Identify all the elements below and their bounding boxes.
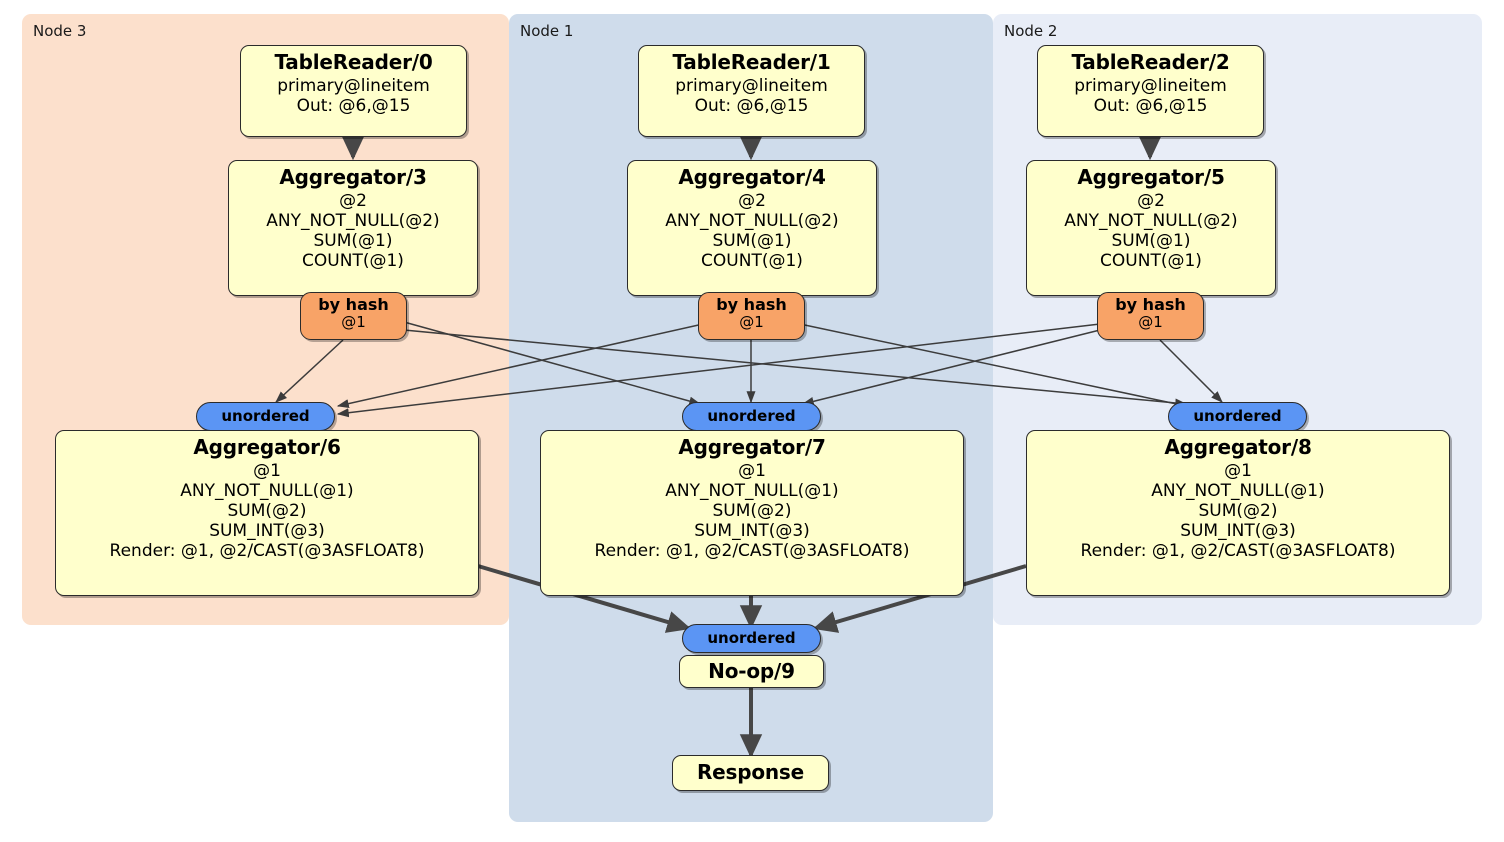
node-panel-label-node1: Node 1: [520, 22, 574, 40]
router-label: unordered: [707, 629, 796, 648]
processor-aggregator-7[interactable]: Aggregator/7 @1 ANY_NOT_NULL(@1) SUM(@2)…: [540, 430, 964, 596]
processor-detail: ANY_NOT_NULL(@1): [665, 480, 839, 501]
router-label: unordered: [221, 407, 310, 426]
processor-detail: ANY_NOT_NULL(@1): [1151, 480, 1325, 501]
processor-detail: SUM_INT(@3): [1180, 520, 1296, 541]
processor-detail: SUM(@1): [712, 230, 792, 251]
processor-detail: SUM(@1): [313, 230, 393, 251]
router-column: @1: [341, 312, 366, 331]
processor-response[interactable]: Response: [672, 755, 829, 791]
processor-title: Aggregator/5: [1077, 165, 1225, 189]
processor-render: Render: @1, @2/CAST(@3ASFLOAT8): [109, 540, 425, 561]
processor-aggregator-4[interactable]: Aggregator/4 @2 ANY_NOT_NULL(@2) SUM(@1)…: [627, 160, 877, 296]
processor-title: TableReader/0: [274, 50, 433, 74]
router-by-hash-0[interactable]: by hash @1: [300, 292, 407, 340]
processor-aggregator-8[interactable]: Aggregator/8 @1 ANY_NOT_NULL(@1) SUM(@2)…: [1026, 430, 1450, 596]
processor-detail: ANY_NOT_NULL(@1): [180, 480, 354, 501]
processor-tablereader-0[interactable]: TableReader/0 primary@lineitem Out: @6,@…: [240, 45, 467, 137]
processor-render: Render: @1, @2/CAST(@3ASFLOAT8): [1080, 540, 1396, 561]
processor-tablereader-2[interactable]: TableReader/2 primary@lineitem Out: @6,@…: [1037, 45, 1264, 137]
router-unordered-2[interactable]: unordered: [1168, 402, 1307, 431]
processor-detail: COUNT(@1): [701, 250, 803, 271]
processor-detail: ANY_NOT_NULL(@2): [665, 210, 839, 231]
processor-title: Aggregator/4: [678, 165, 826, 189]
router-label: by hash: [318, 295, 389, 314]
processor-detail: @1: [1224, 460, 1252, 481]
processor-detail: SUM(@2): [227, 500, 307, 521]
processor-aggregator-6[interactable]: Aggregator/6 @1 ANY_NOT_NULL(@1) SUM(@2)…: [55, 430, 479, 596]
processor-detail: Out: @6,@15: [1093, 95, 1208, 116]
router-label: unordered: [707, 407, 796, 426]
processor-detail: @1: [253, 460, 281, 481]
processor-detail: @2: [339, 190, 367, 211]
processor-detail: SUM_INT(@3): [209, 520, 325, 541]
router-column: @1: [1138, 312, 1163, 331]
processor-title: TableReader/2: [1071, 50, 1230, 74]
processor-title: Aggregator/7: [678, 435, 826, 459]
router-label: by hash: [716, 295, 787, 314]
processor-detail: primary@lineitem: [277, 75, 430, 96]
processor-aggregator-3[interactable]: Aggregator/3 @2 ANY_NOT_NULL(@2) SUM(@1)…: [228, 160, 478, 296]
processor-noop-9[interactable]: No-op/9: [679, 655, 824, 688]
router-by-hash-1[interactable]: by hash @1: [698, 292, 805, 340]
processor-detail: ANY_NOT_NULL(@2): [266, 210, 440, 231]
processor-detail: SUM(@2): [1198, 500, 1278, 521]
processor-detail: Out: @6,@15: [296, 95, 411, 116]
processor-detail: primary@lineitem: [1074, 75, 1227, 96]
processor-detail: ANY_NOT_NULL(@2): [1064, 210, 1238, 231]
processor-detail: SUM(@1): [1111, 230, 1191, 251]
processor-title: Response: [696, 760, 805, 785]
node-panel-label-node3: Node 3: [33, 22, 87, 40]
router-unordered-1[interactable]: unordered: [682, 402, 821, 431]
processor-detail: COUNT(@1): [1100, 250, 1202, 271]
processor-title: TableReader/1: [672, 50, 831, 74]
processor-detail: @2: [738, 190, 766, 211]
processor-title: No-op/9: [708, 658, 795, 683]
processor-title: Aggregator/8: [1164, 435, 1312, 459]
node-panel-label-node2: Node 2: [1004, 22, 1058, 40]
processor-detail: @1: [738, 460, 766, 481]
processor-title: Aggregator/6: [193, 435, 341, 459]
processor-detail: Out: @6,@15: [694, 95, 809, 116]
processor-detail: COUNT(@1): [302, 250, 404, 271]
router-label: unordered: [1193, 407, 1282, 426]
router-label: by hash: [1115, 295, 1186, 314]
router-unordered-final[interactable]: unordered: [682, 624, 821, 653]
processor-detail: SUM(@2): [712, 500, 792, 521]
processor-detail: @2: [1137, 190, 1165, 211]
processor-tablereader-1[interactable]: TableReader/1 primary@lineitem Out: @6,@…: [638, 45, 865, 137]
processor-aggregator-5[interactable]: Aggregator/5 @2 ANY_NOT_NULL(@2) SUM(@1)…: [1026, 160, 1276, 296]
processor-title: Aggregator/3: [279, 165, 427, 189]
router-by-hash-2[interactable]: by hash @1: [1097, 292, 1204, 340]
processor-detail: primary@lineitem: [675, 75, 828, 96]
processor-render: Render: @1, @2/CAST(@3ASFLOAT8): [594, 540, 910, 561]
router-column: @1: [739, 312, 764, 331]
processor-detail: SUM_INT(@3): [694, 520, 810, 541]
router-unordered-0[interactable]: unordered: [196, 402, 335, 431]
